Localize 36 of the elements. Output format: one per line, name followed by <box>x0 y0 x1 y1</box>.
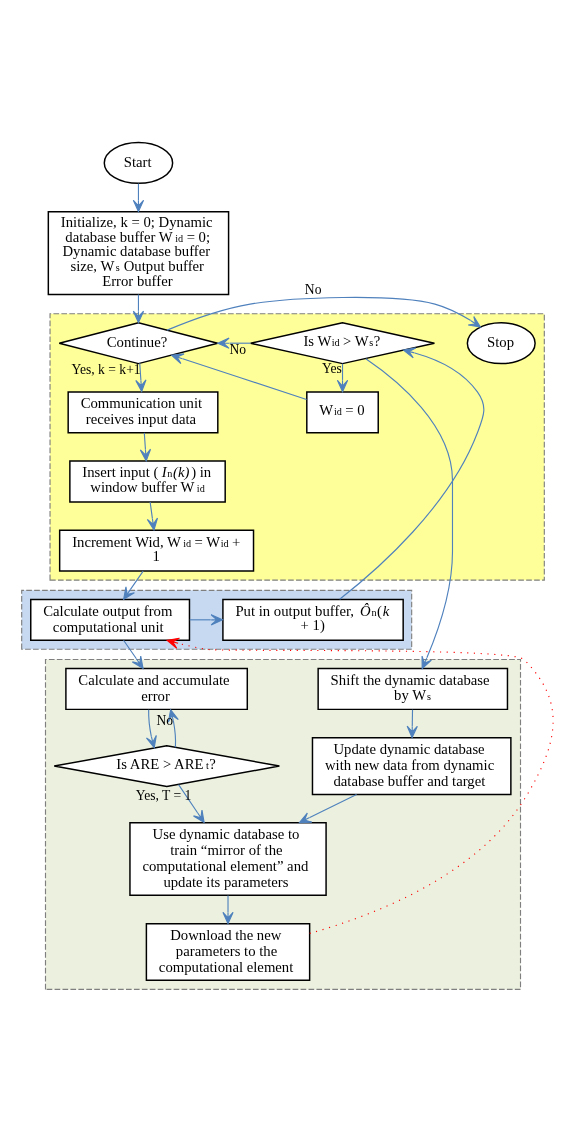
arrow <box>135 362 147 393</box>
arrow <box>178 784 205 823</box>
node-box: Put in output buffer, Ôn(k + 1) <box>222 598 404 641</box>
node-box: Increment Wid, Wid = Wid + 1 <box>58 529 255 572</box>
node-box: Update dynamic database with new data from dynamic database buffer and target <box>311 737 512 796</box>
node-box: Use dynamic database to train “mirror of the computational element” and update its parameters <box>129 822 327 897</box>
edge-label: No <box>156 712 174 728</box>
edge-label: No <box>229 342 247 358</box>
cluster <box>44 658 522 990</box>
arrow <box>166 296 481 331</box>
arrow <box>189 614 224 626</box>
arrow <box>123 639 144 669</box>
node-diamond: Is ARE > AREt? <box>53 744 281 788</box>
arrow <box>139 432 152 462</box>
node-box: Initialize, k = 0; Dynamic database buffer Wid = 0; Dynamic database buffer size, Ws Output buffer Error buffer <box>47 210 230 296</box>
node-box: Wid = 0 <box>306 391 379 434</box>
node-box: Calculate and accumulate error <box>65 667 249 711</box>
arrow <box>298 793 358 824</box>
node-box: Shift the dynamic database by Ws <box>317 667 509 711</box>
arrow <box>123 570 144 600</box>
arrow <box>217 337 251 349</box>
node-ellipse: Start <box>103 141 174 185</box>
arrow <box>167 709 179 748</box>
node-box: Communication unit receives input data <box>67 391 219 434</box>
node-box: Insert input (In(k)) in window buffer Wid <box>69 460 226 503</box>
edge-label: Yes, T = 1 <box>135 787 192 803</box>
edge-label: No <box>304 282 322 298</box>
arrow <box>365 358 454 670</box>
arrow <box>171 353 308 400</box>
node-ellipse: Stop <box>466 322 536 365</box>
arrow <box>222 894 234 925</box>
node-box: Calculate output from computational unit <box>30 598 191 641</box>
arrow <box>146 501 159 531</box>
arrow <box>166 637 554 934</box>
arrow <box>145 709 157 749</box>
node-box: Download the new parameters to the computational element <box>145 922 311 982</box>
